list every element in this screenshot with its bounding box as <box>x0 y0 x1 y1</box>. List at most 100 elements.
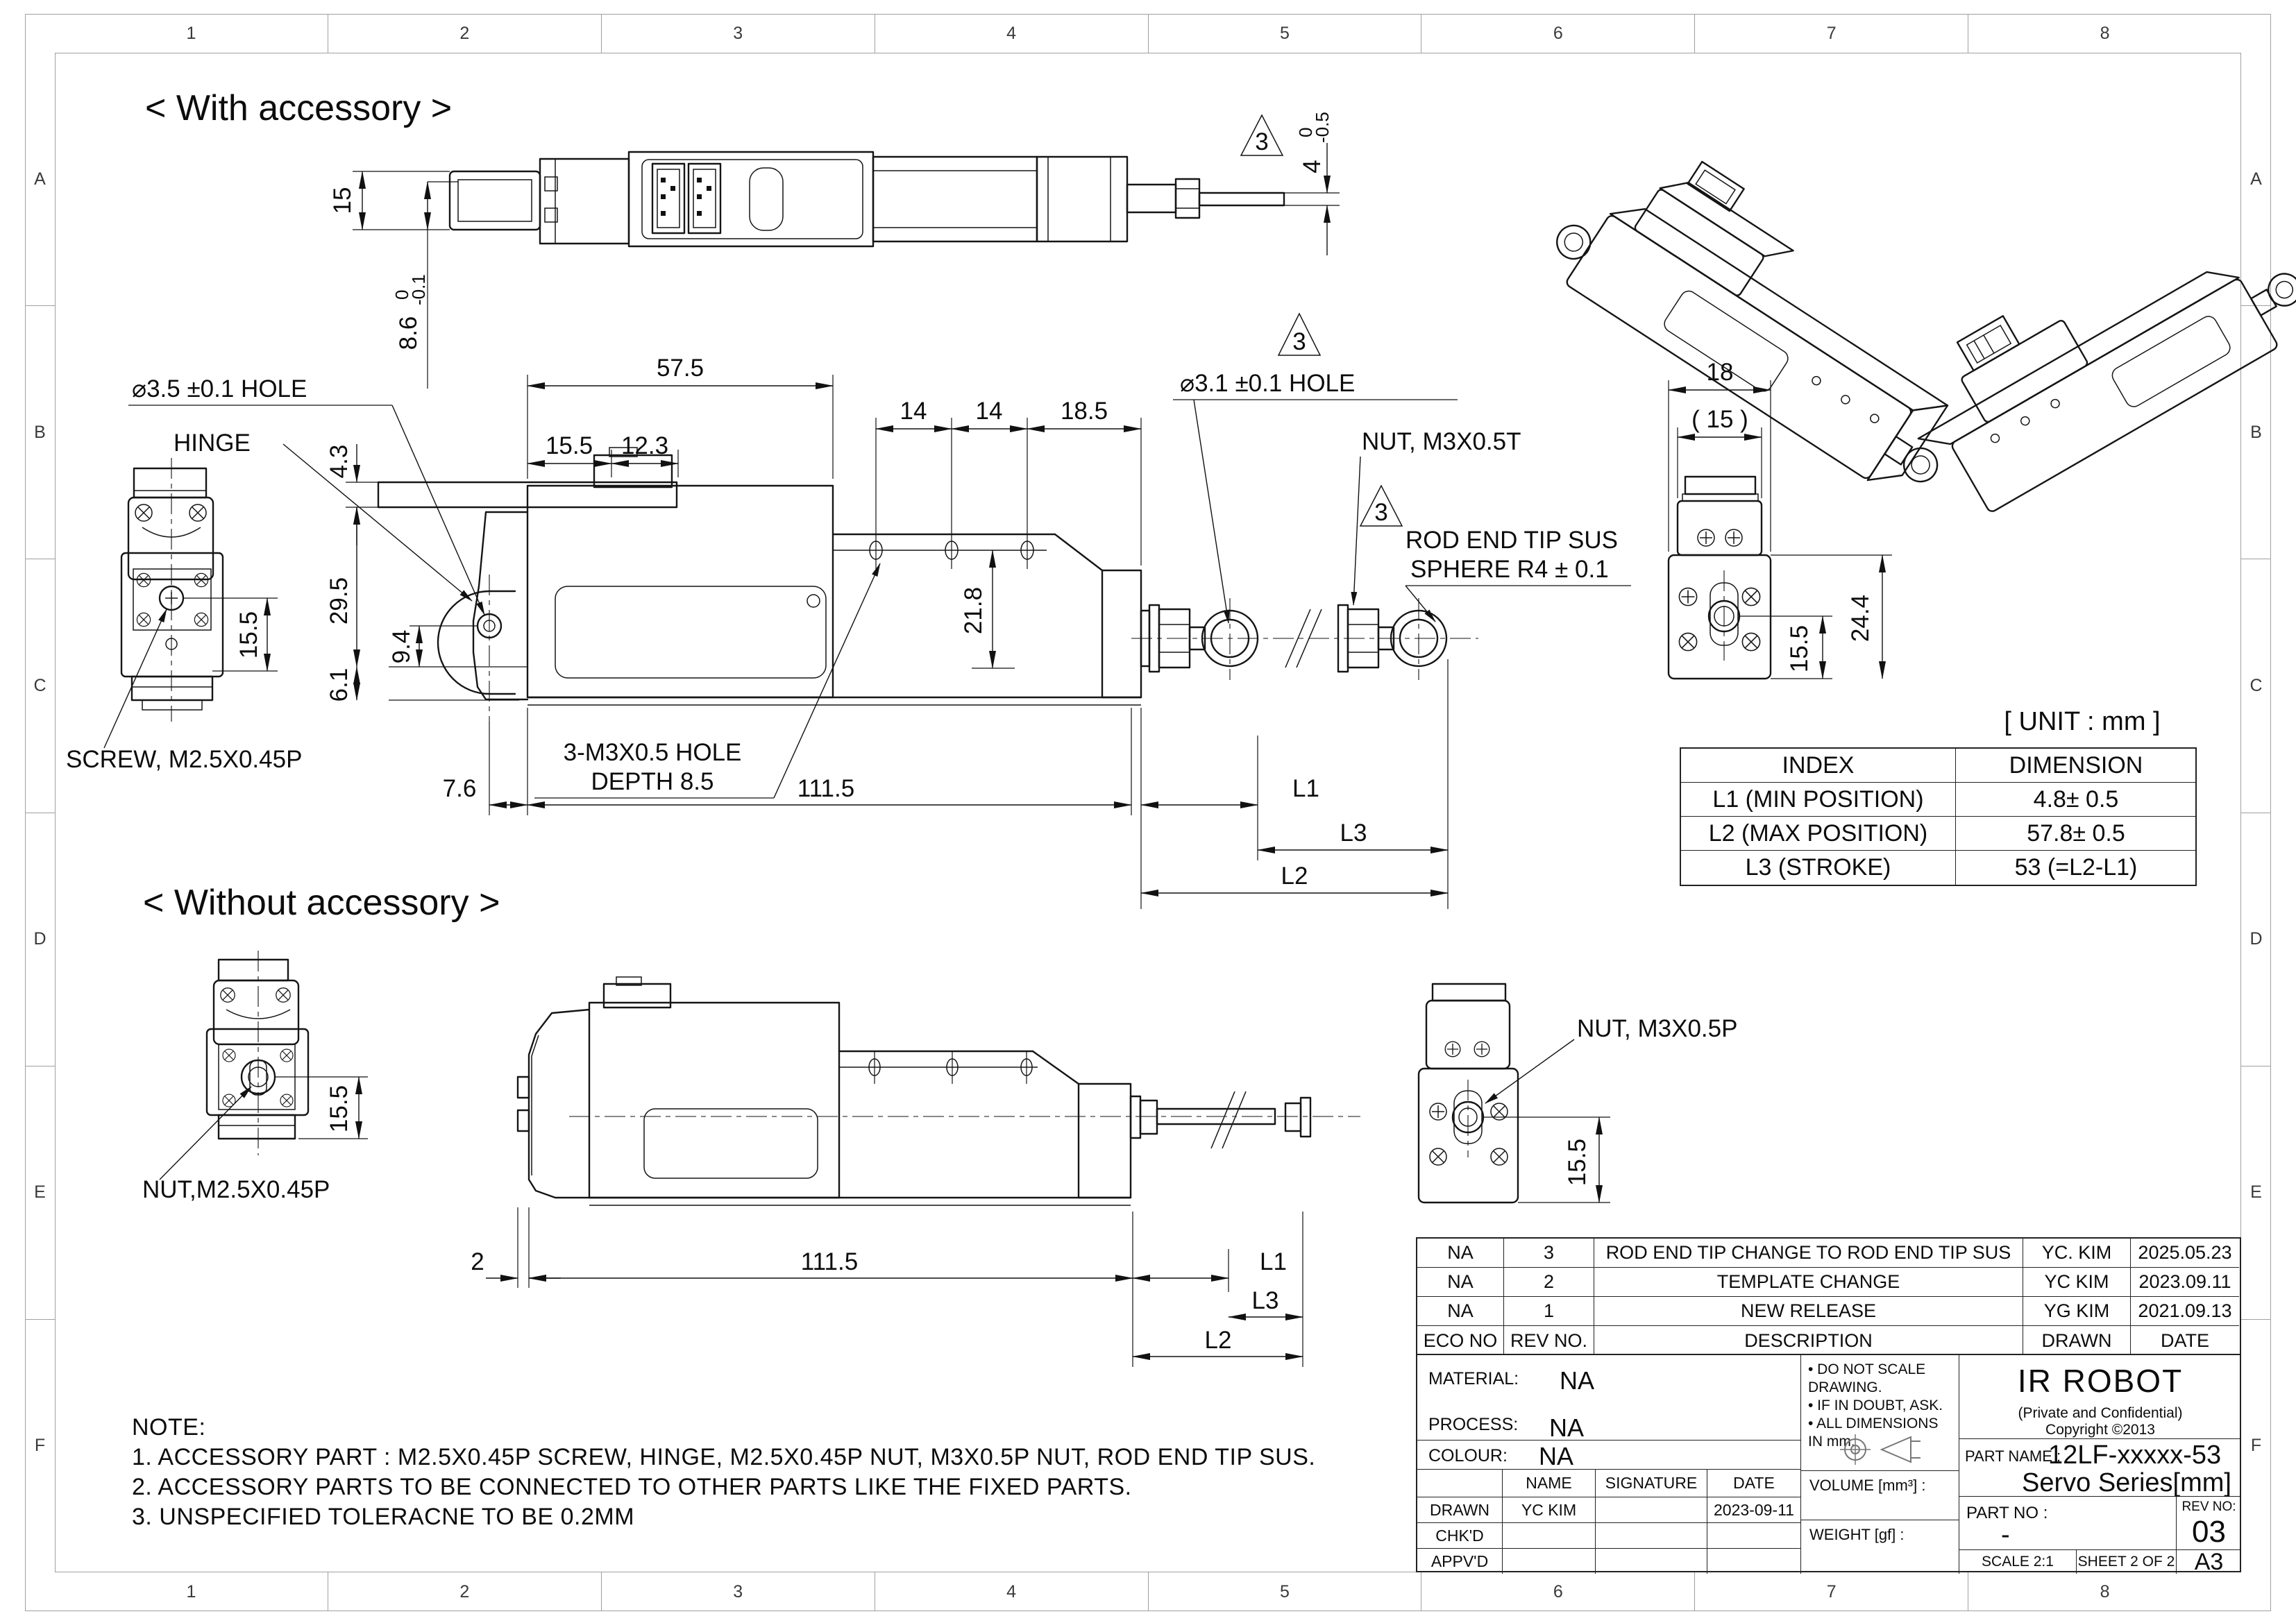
zone-row: E <box>2241 1065 2271 1319</box>
sign-header-signature: SIGNATURE <box>1596 1470 1707 1497</box>
label-hole-3-1: ⌀3.1 ±0.1 HOLE <box>1180 370 1355 397</box>
zone-col: 7 <box>1694 1572 1968 1611</box>
svg-text:0: 0 <box>1295 128 1316 137</box>
dim-L2: L2 <box>1281 863 1308 890</box>
part-no-label: PART NO : <box>1966 1504 2048 1522</box>
zone-col: 2 <box>327 14 601 53</box>
label-screw: SCREW, M2.5X0.45P <box>66 746 302 773</box>
zone-col: 5 <box>1147 1572 1421 1611</box>
flag-3: 3 <box>1255 128 1268 155</box>
svg-text:8.6: 8.6 <box>395 316 422 350</box>
rev-cell: 2021.09.13 <box>2131 1297 2239 1326</box>
note-title: NOTE: <box>132 1414 206 1441</box>
zone-row: B <box>25 305 55 559</box>
drawn-date: 2023-09-11 <box>1707 1497 1800 1523</box>
zone-col: 3 <box>600 14 875 53</box>
zone-col: 1 <box>186 23 196 43</box>
rev-cell: NA <box>1417 1297 1504 1326</box>
label-nut-m3p: NUT, M3X0.5P <box>1577 1015 1737 1042</box>
dim-18: 18 <box>1707 359 1734 386</box>
dim-9-4: 9.4 <box>388 630 415 664</box>
rev-header: DATE <box>2160 1329 2209 1351</box>
front-view-without-accessory: 2 111.5 L1 L3 L2 <box>471 976 1360 1367</box>
label-nut-m3t: NUT, M3X0.5T <box>1362 428 1521 455</box>
sign-header-name: NAME <box>1503 1470 1596 1497</box>
tb-note: • IF IN DOUBT, ASK. <box>1808 1397 1943 1413</box>
revision-flag-icon <box>1359 484 1403 527</box>
zone-col: 8 <box>1968 14 2241 53</box>
index-header: INDEX <box>1681 749 1956 783</box>
dim-L2: L2 <box>1205 1327 1232 1354</box>
rev-no-value: 03 <box>2192 1515 2226 1549</box>
end-view-right-without-accessory: NUT, M3X0.5P 15.5 <box>1417 983 1737 1204</box>
paper-size: A3 <box>2176 1549 2241 1575</box>
zone-col: 5 <box>1147 14 1421 53</box>
dimension-cell: 4.8± 0.5 <box>1956 783 2196 817</box>
svg-text:-0.1: -0.1 <box>408 274 429 305</box>
index-cell: L1 (MIN POSITION) <box>1681 783 1956 817</box>
rev-cell: 2 <box>1504 1268 1594 1297</box>
zone-row: C <box>2241 559 2271 812</box>
dim-111-5: 111.5 <box>801 1248 858 1275</box>
process-label: PROCESS: <box>1428 1415 1519 1434</box>
dim-18-5: 18.5 <box>1061 398 1108 425</box>
dim-4-tol: 4 0 -0.5 <box>1295 112 1333 173</box>
process-value: NA <box>1549 1413 1585 1442</box>
zone-col: 4 <box>874 14 1148 53</box>
dim-2: 2 <box>471 1248 484 1275</box>
zone-strip-left: A B C D E F <box>25 53 55 1572</box>
zone-row: D <box>2241 812 2271 1066</box>
drawn-name: YC KIM <box>1503 1497 1596 1523</box>
confidential-note: (Private and Confidential) <box>2018 1405 2183 1421</box>
rev-cell: NA <box>1417 1268 1504 1297</box>
index-table: INDEX DIMENSION L1 (MIN POSITION) 4.8± 0… <box>1680 747 2197 886</box>
dim-21-8: 21.8 <box>960 587 987 634</box>
part-series-value: Servo Series[mm] <box>2022 1468 2231 1497</box>
dim-6-1: 6.1 <box>326 668 353 702</box>
isometric-view-1 <box>1556 160 1949 483</box>
zone-col: 8 <box>1968 1572 2241 1611</box>
part-name-value: 12LF-xxxxx-53 <box>2048 1441 2222 1470</box>
rev-cell: 3 <box>1504 1239 1594 1268</box>
note-block: NOTE: 1. ACCESSORY PART : M2.5X0.45P SCR… <box>132 1413 1423 1532</box>
rev-cell: YG KIM <box>2023 1297 2131 1326</box>
zone-row: C <box>25 559 55 812</box>
dim-111-5: 111.5 <box>797 775 854 802</box>
dim-12-3: 12.3 <box>621 432 668 459</box>
third-angle-projection-icon <box>1840 1434 1921 1465</box>
rev-cell: NEW RELEASE <box>1594 1297 2023 1326</box>
index-cell: L3 (STROKE) <box>1681 851 1956 885</box>
front-view-with-accessory: 57.5 15.5 12.3 14 14 18.5 4.3 29.5 9.4 6… <box>128 312 1631 909</box>
weight-label: WEIGHT [gf] : <box>1809 1526 1905 1543</box>
unit-note: [ UNIT : mm ] <box>2004 707 2160 736</box>
inner-border <box>55 53 2241 1572</box>
zone-col: 2 <box>327 1572 601 1611</box>
dim-14: 14 <box>976 398 1003 425</box>
dimension-cell: 57.8± 0.5 <box>1956 817 2196 851</box>
dim-57-5: 57.5 <box>657 355 704 382</box>
zone-strip-right: A B C D E F <box>2241 53 2271 1572</box>
dimension-cell: 53 (=L2-L1) <box>2014 854 2138 881</box>
zone-strip-top: 1 2 3 4 5 6 7 8 <box>55 14 2241 53</box>
dim-15-5: 15.5 <box>1564 1139 1591 1186</box>
dim-29-5: 29.5 <box>326 577 353 624</box>
rev-header: ECO NO <box>1417 1326 1504 1355</box>
rev-cell: TEMPLATE CHANGE <box>1594 1268 2023 1297</box>
label-m3-hole-line2: DEPTH 8.5 <box>591 768 714 795</box>
note-line: 1. ACCESSORY PART : M2.5X0.45P SCREW, HI… <box>132 1444 1316 1470</box>
dim-15-5: 15.5 <box>235 611 262 658</box>
appvd-label: APPV'D <box>1417 1549 1503 1574</box>
tb-note: • DO NOT SCALE DRAWING. <box>1808 1361 1926 1395</box>
dim-14: 14 <box>900 398 927 425</box>
label-hole-3-5: ⌀3.5 ±0.1 HOLE <box>132 375 307 402</box>
note-line: 3. UNSPECIFIED TOLERACNE TO BE 0.2MM <box>132 1504 635 1530</box>
revision-table: NA 3 ROD END TIP CHANGE TO ROD END TIP S… <box>1416 1237 2241 1357</box>
isometric-view-2 <box>1917 271 2296 512</box>
zone-col: 4 <box>874 1572 1148 1611</box>
rev-cell: YC. KIM <box>2023 1239 2131 1268</box>
section-title-with-accessory: < With accessory > <box>145 88 452 128</box>
volume-label: VOLUME [mm³] : <box>1809 1477 1926 1494</box>
material-label: MATERIAL: <box>1428 1369 1519 1388</box>
zone-col: 1 <box>186 1581 196 1601</box>
dim-8-6-tol: 8.6 0 -0.1 <box>391 274 429 350</box>
